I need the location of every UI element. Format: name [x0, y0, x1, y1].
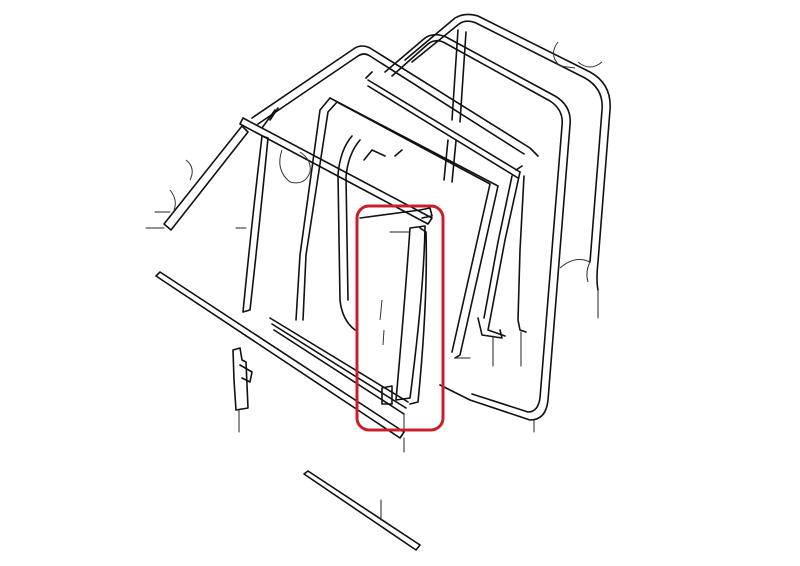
belt-strip-inner	[269, 317, 409, 429]
outer-door-seal	[404, 13, 611, 319]
b-pillar-trim	[235, 135, 269, 313]
inner-door-seal	[384, 29, 572, 433]
regulator-bracket	[232, 347, 253, 433]
window-run-channel	[295, 97, 499, 359]
lower-trim-strip	[303, 470, 421, 551]
belt-strip-outer	[155, 271, 405, 453]
front-pillar-strip	[145, 125, 249, 231]
highlight-box	[355, 204, 445, 432]
upper-frame-seal	[251, 45, 539, 367]
upper-horizontal-strip	[239, 117, 433, 225]
division-channel	[359, 207, 433, 405]
